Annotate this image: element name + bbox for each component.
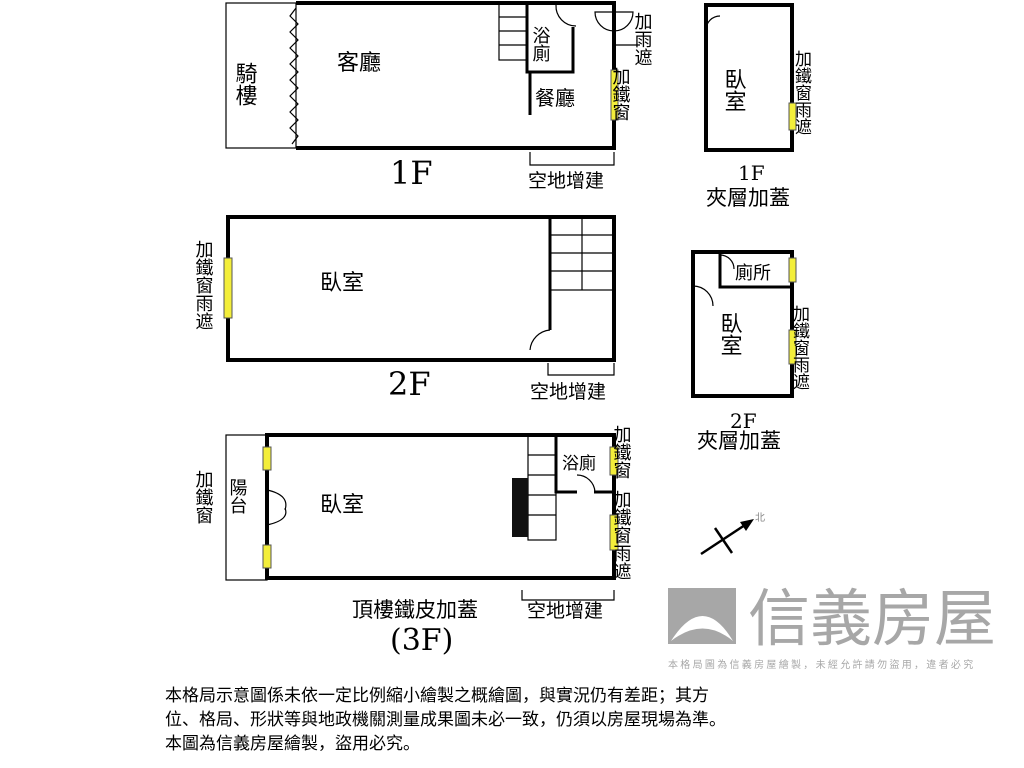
balcony-label: 陽台 (227, 478, 248, 514)
floor-1f-mezzanine: 臥室 加鐵窗雨遮 1F 夾層加蓋 (704, 3, 812, 210)
bathroom-walls (554, 435, 614, 494)
floor-2f-mezzanine: 廁所 臥室 加鐵窗雨遮 2F 夾層加蓋 (691, 250, 810, 453)
floor-1f: 騎樓 客廳 浴廁 餐廳 加雨遮 加鐵窗 1F 空地增建 (225, 1, 653, 192)
door-arc (266, 489, 287, 511)
compass: 北 (700, 512, 765, 556)
iron-window-label: 加鐵窗 (611, 425, 632, 479)
door-arc (529, 329, 551, 351)
iron-window-awning-label: 加鐵窗雨遮 (611, 490, 632, 580)
arcade-area (225, 2, 297, 149)
window (609, 514, 619, 551)
door-arc (555, 4, 577, 27)
brand-logo (668, 588, 736, 644)
north-arrow-icon (700, 521, 749, 556)
note-line: 位、格局、形狀等與地政機關測量成果圖未必一致，仍須以房屋現場為準。 (165, 710, 726, 730)
extension-label: 空地增建 (528, 170, 604, 192)
watermark: 信義房屋 本格局圖為信義房屋繪製，未經允許請勿盜用，違者必究 (668, 582, 996, 671)
extension-bracket (547, 363, 615, 376)
window (610, 69, 619, 121)
window (223, 257, 233, 319)
iron-window-awning-label: 加鐵窗雨遮 (193, 240, 214, 330)
disclaimer-notes: 本格局示意圖係未依一定比例縮小繪製之概繪圖，與實況仍有差距；其方 位、格局、形狀… (165, 684, 726, 756)
dining-label: 餐廳 (535, 86, 575, 110)
iron-window-awning-label: 加鐵窗雨遮 (791, 50, 812, 135)
floor-3f: 加鐵窗 陽台 臥室 浴廁 加鐵窗 加鐵窗雨遮 頂樓鐵皮加蓋 (3F) 空地增建 (193, 425, 632, 658)
floor-name: 頂樓鐵皮加蓋 (352, 598, 478, 622)
bedroom-label: 臥室 (320, 493, 364, 518)
black-block (512, 478, 528, 537)
floor-2f: 加鐵窗雨遮 臥室 2F 空地增建 (193, 215, 616, 403)
floor-code: (3F) (390, 623, 453, 658)
watermark-brand: 信義房屋 (748, 582, 996, 655)
floor-name: 2F (388, 365, 431, 403)
extension-label: 空地增建 (527, 600, 603, 622)
stairs (549, 216, 615, 291)
bathroom-walls (525, 3, 575, 74)
stairs (527, 434, 557, 541)
note-line: 本格局示意圖係未依一定比例縮小繪製之概繪圖，與實況仍有差距；其方 (165, 686, 709, 706)
door-arc (594, 11, 634, 32)
window (788, 329, 797, 365)
window (262, 446, 272, 471)
toilet-label: 廁所 (735, 262, 771, 284)
extension-bracket (529, 152, 615, 166)
awning-label: 加雨遮 (632, 12, 653, 66)
bedroom-label: 臥室 (717, 312, 742, 356)
door-arc (705, 15, 721, 31)
floor-name: 1F (738, 161, 765, 185)
door-arc (692, 285, 714, 307)
floor-subtitle: 夾層加蓋 (706, 186, 790, 210)
iron-window-label: 加鐵窗 (610, 67, 631, 121)
floor-subtitle: 夾層加蓋 (697, 429, 781, 453)
living-room-label: 客廳 (337, 51, 381, 76)
extension-label: 空地增建 (530, 381, 606, 403)
door-arc (266, 507, 287, 526)
watermark-notice: 本格局圖為信義房屋繪製，未經允許請勿盜用，違者必究 (668, 658, 976, 671)
arcade-label: 騎樓 (232, 62, 258, 106)
stairs (498, 2, 528, 61)
iron-window-label: 加鐵窗 (193, 470, 214, 524)
extension-bracket (521, 590, 615, 601)
bath-label: 浴廁 (562, 453, 596, 474)
bedroom-label: 臥室 (320, 271, 364, 296)
north-label: 北 (755, 512, 765, 524)
floor-name: 2F (730, 409, 757, 433)
door-arc (576, 474, 596, 493)
zigzag-boundary (289, 7, 299, 145)
window (788, 257, 797, 283)
note-line: 本圖為信義房屋繪製，盜用必究。 (165, 734, 420, 754)
window (262, 544, 272, 569)
iron-window-awning-label: 加鐵窗雨遮 (789, 305, 810, 390)
bedroom-label: 臥室 (721, 68, 746, 112)
door-arc (719, 254, 735, 270)
bath-label: 浴廁 (530, 26, 551, 63)
floor-name: 1F (390, 154, 433, 192)
window (609, 446, 619, 476)
window (788, 102, 797, 131)
